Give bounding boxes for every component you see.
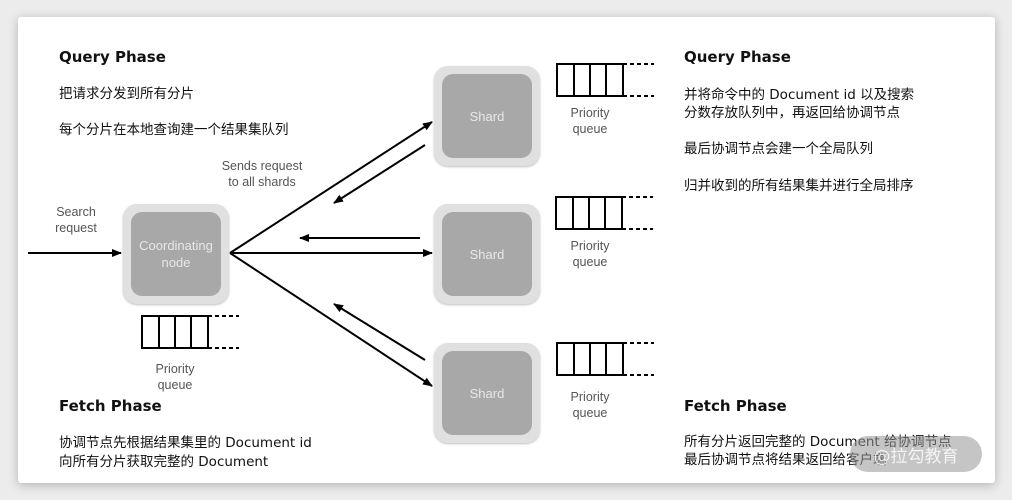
left-fetch-phase-heading: Fetch Phase — [59, 397, 162, 415]
right-fetch-phase-heading: Fetch Phase — [684, 397, 787, 415]
shard-2-queue-label: Priority queue — [570, 239, 610, 269]
response-arrow-shard-1 — [333, 144, 426, 204]
left-fetch-line-2: 向所有分片获取完整的 Document — [59, 454, 269, 470]
coord-priority-queue — [141, 315, 239, 349]
request-arrow-shard-3 — [229, 252, 433, 387]
shard-1-label: Shard — [442, 74, 532, 158]
request-arrow-shard-1 — [229, 121, 433, 254]
shard-3-priority-queue — [556, 342, 654, 376]
coordinating-node-label-1: Coordinating — [139, 238, 213, 253]
left-fetch-line-1: 协调节点先根据结果集里的 Document id — [59, 435, 312, 451]
right-query-line-3: 最后协调节点会建一个全局队列 — [684, 141, 873, 157]
coord-queue-label: Priority queue — [155, 362, 195, 392]
right-fetch-line-2: 最后协调节点将结果返回给客户端 — [684, 452, 887, 468]
right-query-line-4: 归并收到的所有结果集并进行全局排序 — [684, 178, 914, 194]
response-arrow-shard-3 — [333, 303, 426, 361]
shard-1: Shard — [434, 66, 540, 166]
shard-3-label: Shard — [442, 351, 532, 435]
right-query-phase-heading: Query Phase — [684, 48, 791, 66]
left-query-phase-heading: Query Phase — [59, 48, 166, 66]
shard-2-priority-queue — [555, 196, 653, 230]
shard-3: Shard — [434, 343, 540, 443]
watermark: @拉勾教育 — [850, 436, 982, 472]
shard-2-label: Shard — [442, 212, 532, 296]
left-query-line-2: 每个分片在本地查询建一个结果集队列 — [59, 122, 289, 138]
left-query-line-1: 把请求分发到所有分片 — [59, 86, 194, 102]
right-query-line-2: 分数存放队列中，再返回给协调节点 — [684, 105, 900, 121]
search-request-label: Search request — [55, 205, 97, 235]
shard-3-queue-label: Priority queue — [570, 390, 610, 420]
shard-2: Shard — [434, 204, 540, 304]
shard-1-priority-queue — [556, 63, 654, 97]
coordinating-node: Coordinating node — [123, 204, 229, 304]
sends-request-label: Sends request to all shards — [221, 159, 303, 189]
shard-1-queue-label: Priority queue — [570, 106, 610, 136]
coordinating-node-label-2: node — [161, 255, 191, 270]
right-query-line-1: 并将命令中的 Document id 以及搜索 — [684, 87, 915, 103]
